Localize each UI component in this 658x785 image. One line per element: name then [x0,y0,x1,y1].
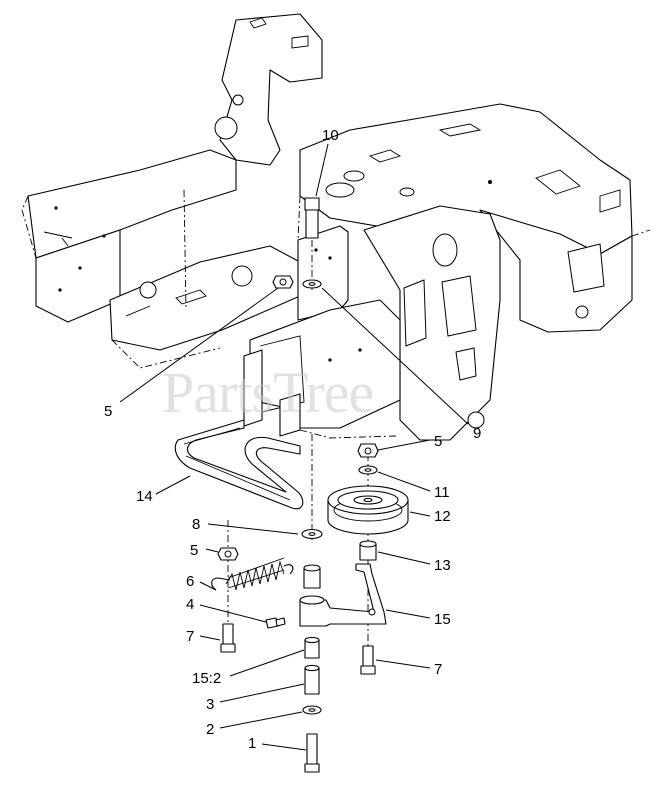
part-1-bolt [304,733,320,773]
part-13-spacer [359,540,377,561]
part-5-nut-pulley [357,443,379,458]
part-8-washer [301,528,323,540]
part-2-washer [302,705,322,715]
callout-5-left: 5 [190,542,198,559]
callout-8: 8 [192,516,200,533]
callout-9: 9 [473,425,481,442]
part-5-nut-upper [272,275,294,289]
part-bushing-upper [303,564,321,589]
part-4-screw [265,617,286,629]
part-12-pulley [327,485,409,535]
callout-2: 2 [206,721,214,738]
callout-5-upper: 5 [104,403,112,420]
callout-7-right: 7 [434,661,442,678]
callout-10: 10 [322,127,339,144]
callout-14: 14 [136,488,153,505]
callout-15: 15 [434,611,451,628]
callout-3: 3 [206,696,214,713]
callout-6: 6 [186,573,194,590]
part-7-bolt-right [360,645,376,675]
part-15-idler-arm [299,563,387,627]
callout-7-left: 7 [186,628,194,645]
part-5-nut-left [217,547,239,561]
callout-13: 13 [434,557,451,574]
callout-4: 4 [186,596,194,613]
callout-15-2: 15:2 [192,670,221,687]
part-9-washer [302,279,322,289]
callout-5-pulley: 5 [434,433,442,450]
part-11-washer [358,465,378,475]
part-3-spacer [304,664,320,695]
part-10-bolt [304,197,320,239]
frame-assembly [21,13,651,441]
leader-lines [119,143,469,751]
callout-labels: 10 5 9 5 11 12 14 8 5 13 6 4 15 7 15:2 7… [104,127,481,752]
watermark-text: PartsTree [162,360,373,425]
part-14-belt [174,419,304,510]
part-6-spring [211,557,294,591]
callout-12: 12 [434,508,451,525]
callout-1: 1 [248,735,256,752]
part-15-2-bushing [304,636,320,659]
callout-11: 11 [434,484,450,501]
part-7-bolt-left [220,623,236,653]
